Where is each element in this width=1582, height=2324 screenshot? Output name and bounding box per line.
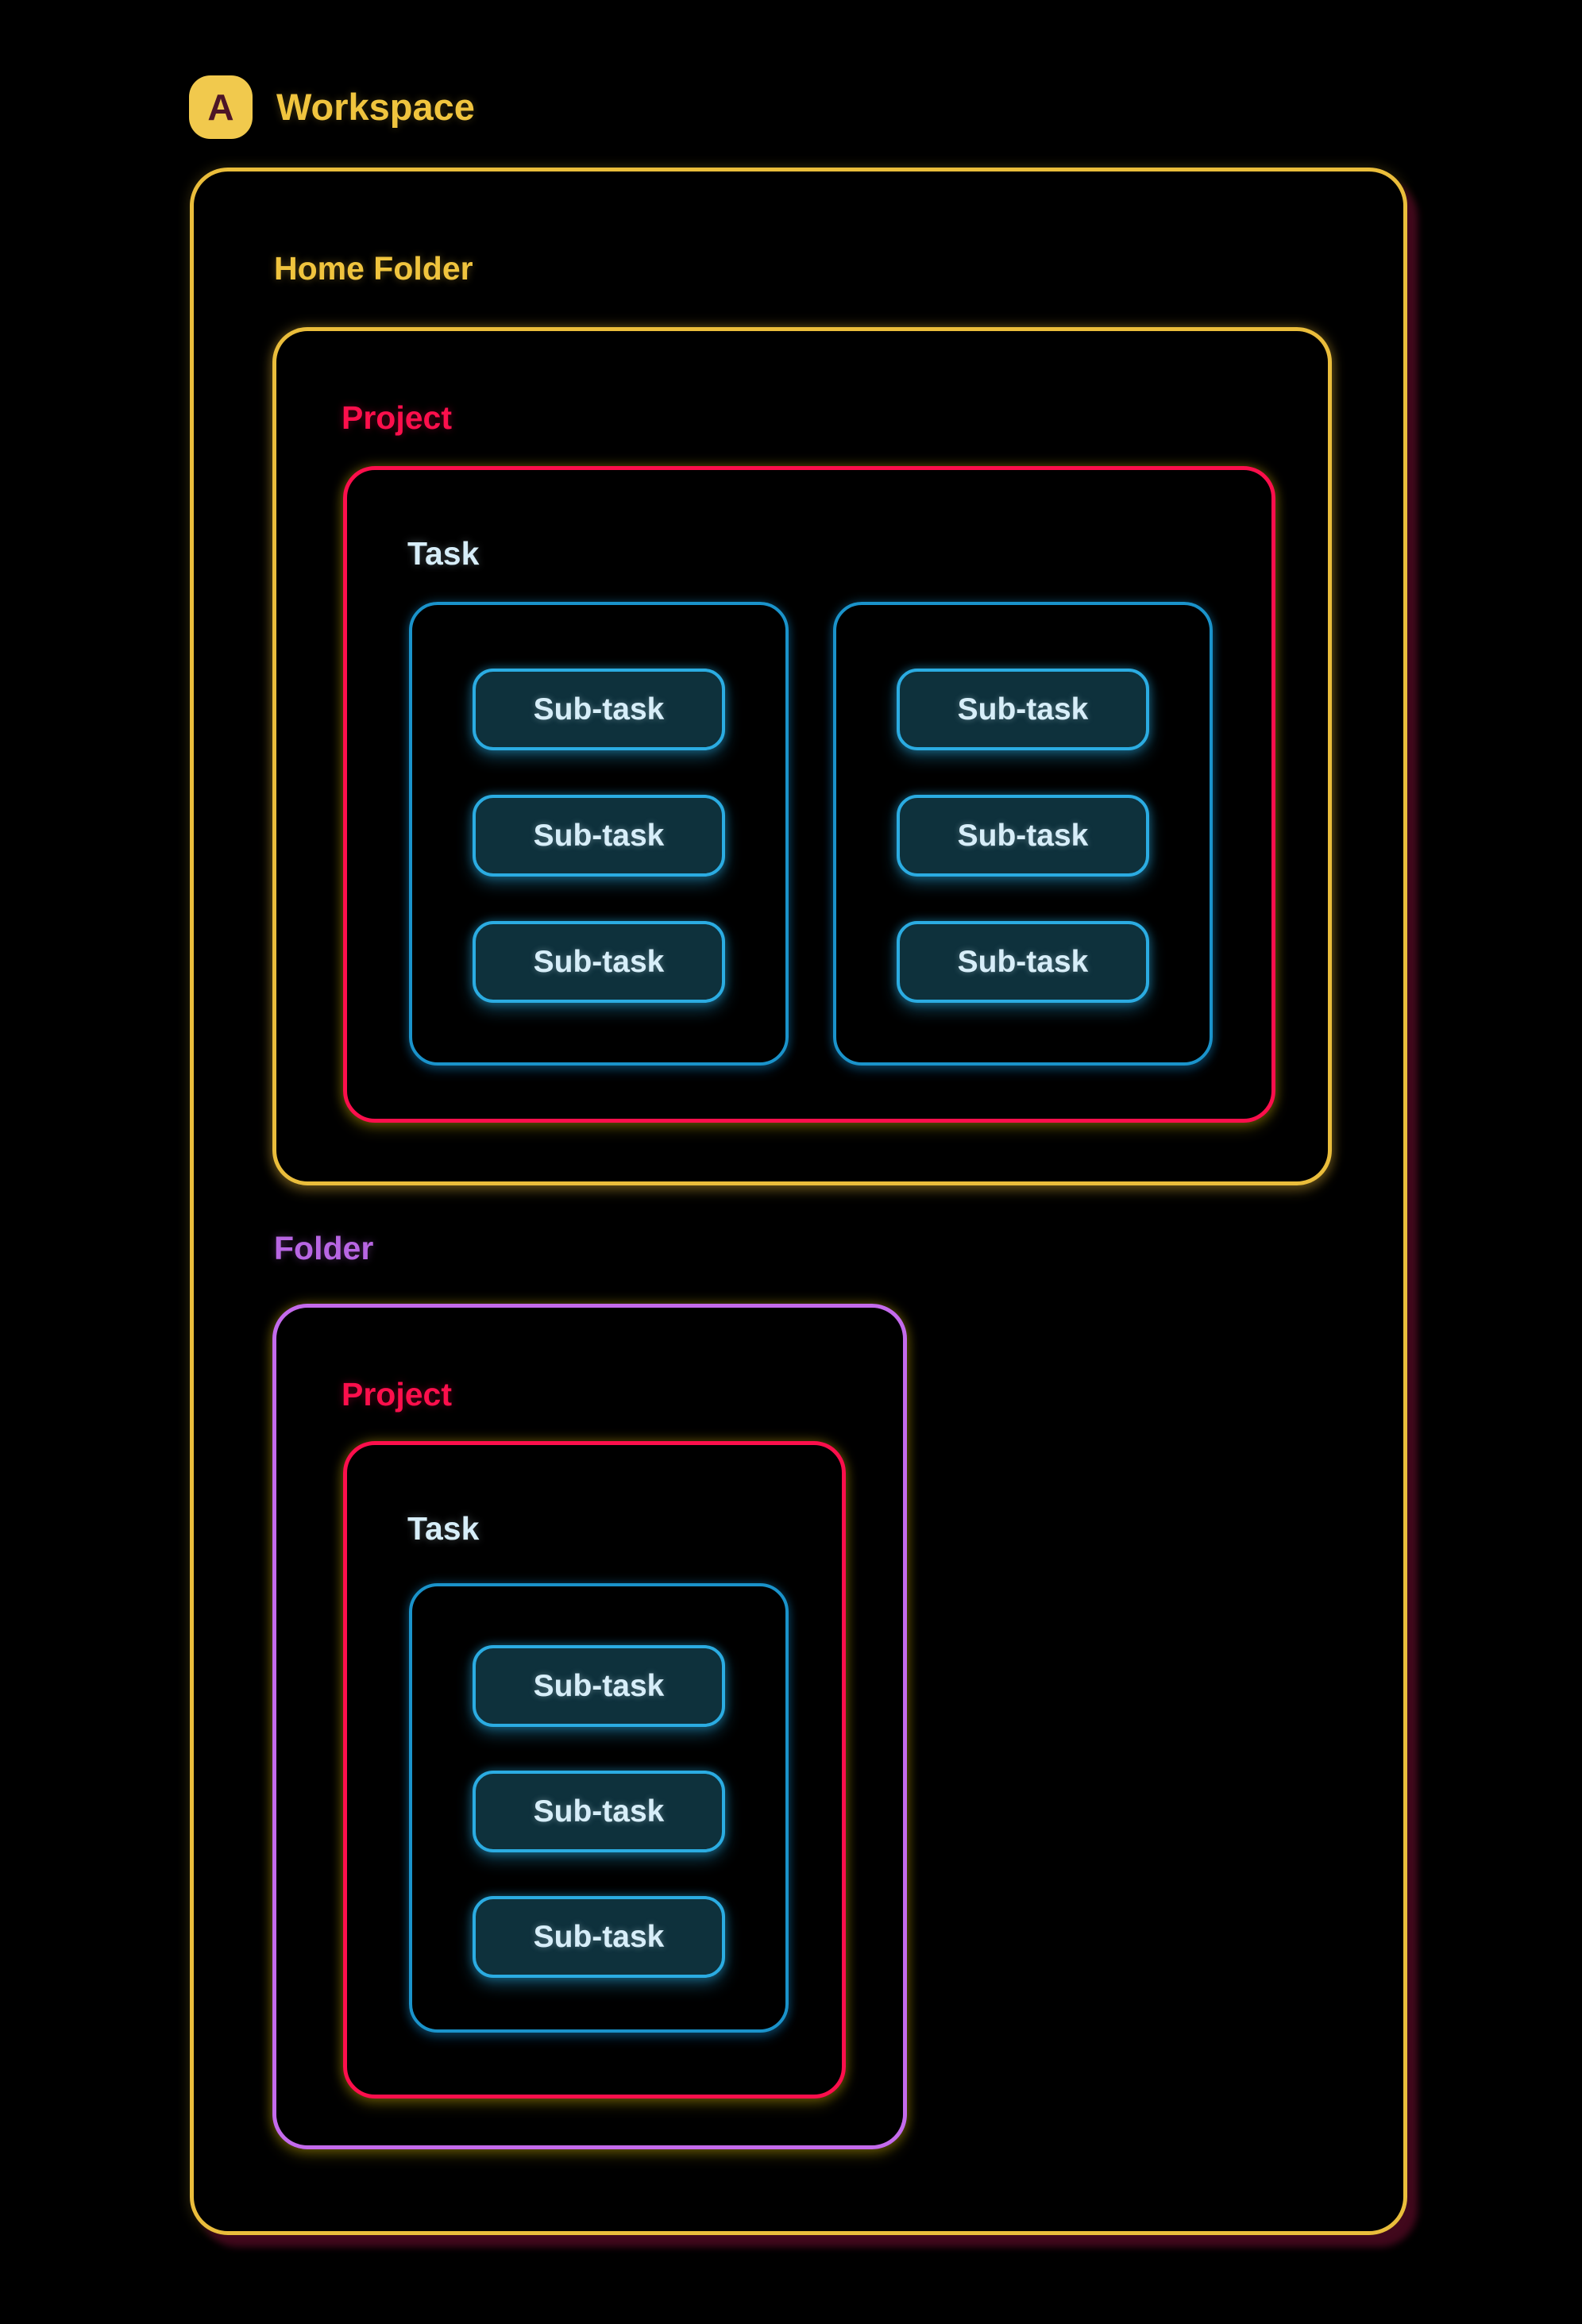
home-folder-box: Project Task Sub-task Sub-task Sub-task … [272, 327, 1332, 1185]
task-groups-row: Sub-task Sub-task Sub-task Sub-task Sub-… [409, 602, 1213, 1066]
project-box: Task Sub-task Sub-task Sub-task Sub-task… [343, 466, 1275, 1123]
task-label: Task [407, 535, 480, 572]
subtask-pill: Sub-task [897, 669, 1149, 750]
subtask-pill: Sub-task [473, 1645, 725, 1727]
folder-box: Project Task Sub-task Sub-task Sub-task [272, 1304, 907, 2149]
folder-label: Folder [274, 1230, 374, 1266]
subtask-pill: Sub-task [473, 795, 725, 877]
subtask-pill: Sub-task [897, 795, 1149, 877]
project-label: Project [341, 399, 452, 436]
workspace-box: Home Folder Project Task Sub-task Sub-ta… [190, 168, 1407, 2235]
subtask-pill: Sub-task [473, 1771, 725, 1852]
subtask-pill: Sub-task [897, 921, 1149, 1003]
project-box: Task Sub-task Sub-task Sub-task [343, 1441, 846, 2099]
workspace-badge-letter: A [207, 87, 234, 128]
subtask-pill: Sub-task [473, 1896, 725, 1978]
home-folder-label: Home Folder [274, 250, 473, 287]
subtask-pill: Sub-task [473, 669, 725, 750]
subtask-pill: Sub-task [473, 921, 725, 1003]
page-title: Workspace [276, 86, 475, 128]
task-group: Sub-task Sub-task Sub-task [409, 1583, 789, 2033]
task-label: Task [407, 1510, 480, 1547]
task-groups-row: Sub-task Sub-task Sub-task [409, 1583, 789, 2033]
task-group: Sub-task Sub-task Sub-task [409, 602, 789, 1066]
project-label: Project [341, 1376, 452, 1413]
task-group: Sub-task Sub-task Sub-task [833, 602, 1213, 1066]
workspace-badge: A [189, 75, 253, 139]
